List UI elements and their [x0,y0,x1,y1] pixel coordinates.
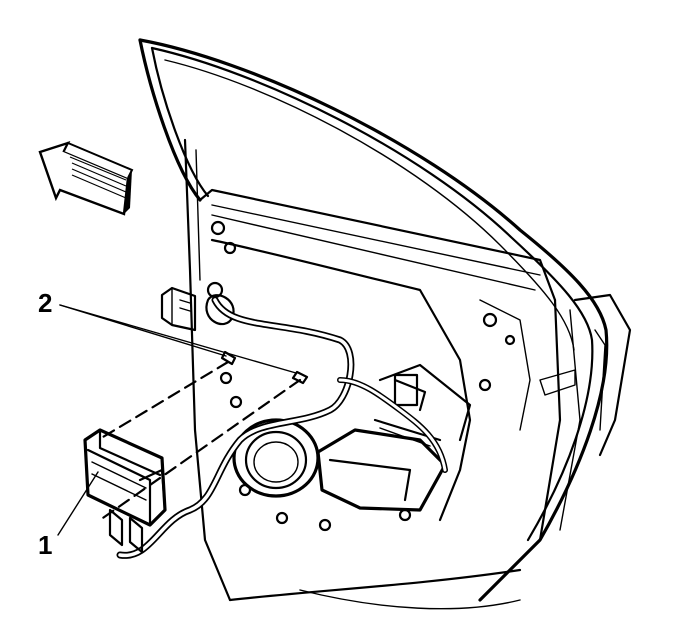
side-bracket [160,286,197,332]
inner-panel [205,220,531,532]
callout-1: 1 [38,530,53,560]
door-frame [138,38,632,610]
door-module [83,428,167,554]
window-regulator-motor [316,363,472,512]
forward-arrow-icon [38,140,134,216]
retainer-clips [220,350,309,385]
wiring-harness [116,296,448,559]
callout-2: 2 [38,288,53,318]
installation-guides [96,360,302,522]
leader-lines [57,304,297,536]
